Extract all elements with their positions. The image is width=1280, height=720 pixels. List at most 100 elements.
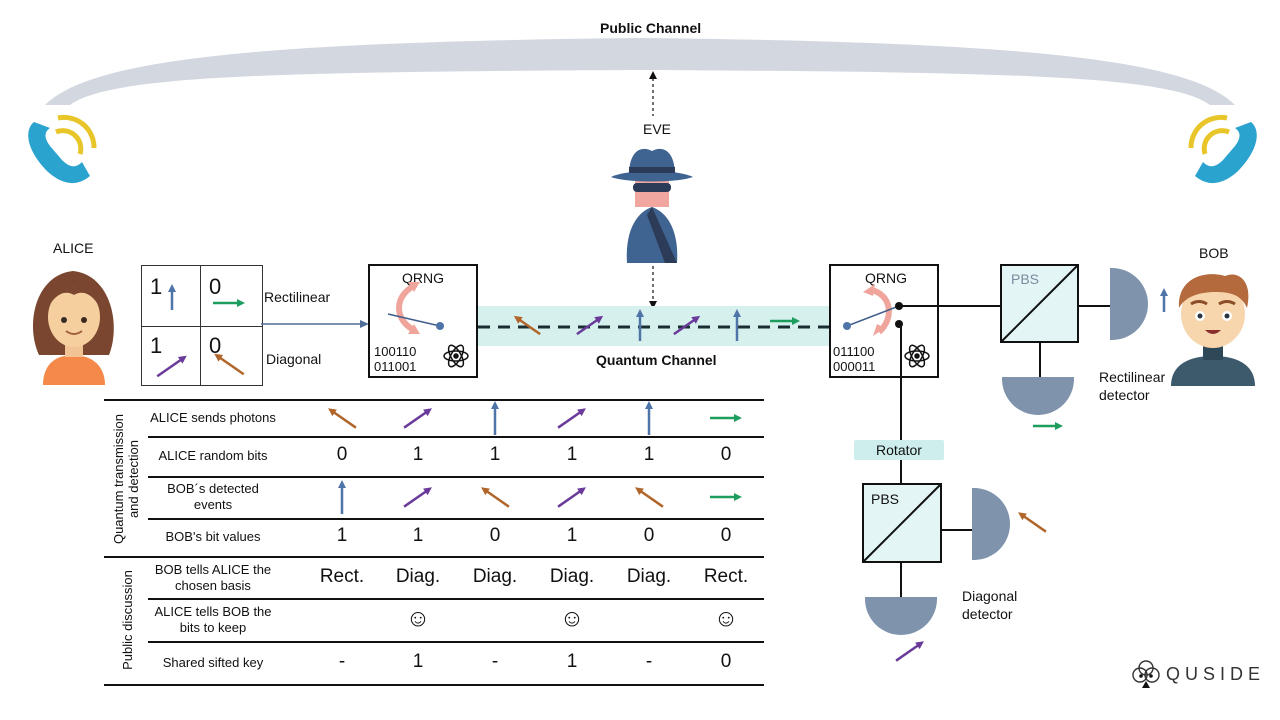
grid-diag-one: 1 — [141, 326, 201, 386]
table-cell: 1 — [489, 444, 501, 465]
rectilinear-basis-label: Rectilinear — [264, 289, 331, 305]
table-cell: 1 — [566, 525, 578, 546]
table-cell: - — [338, 651, 346, 672]
bob-qrng-switch — [843, 284, 930, 368]
atom-icon — [904, 344, 930, 368]
quantum-channel-label: Quantum Channel — [596, 352, 717, 368]
table-cell: - — [645, 651, 653, 672]
qrng-bits-line2: 000011 — [833, 359, 876, 374]
table-cell: 1 — [643, 444, 655, 465]
row-label-line: ALICE tells BOB the — [154, 604, 272, 619]
channel-photon — [733, 309, 741, 341]
table-cell: 1 — [412, 651, 424, 672]
grid-arrow-rect-1 — [168, 284, 176, 310]
table-cell: 0 — [720, 444, 732, 465]
row-label: Shared sifted key — [138, 655, 288, 671]
channel-photon — [673, 315, 701, 336]
table-cell: 0 — [720, 651, 732, 672]
table-photon-arrow — [557, 408, 586, 429]
qrng-bits-line2: 011001 — [374, 359, 417, 374]
eve-label: EVE — [643, 121, 672, 137]
table-cell: Rect. — [319, 566, 365, 587]
table-section-divider — [104, 556, 764, 558]
bob-label: BOB — [1199, 245, 1229, 261]
table-photon-arrow — [710, 414, 742, 422]
table-cell: Diag. — [472, 566, 518, 587]
table-photon-arrow — [491, 401, 499, 435]
qrng-title: QRNG — [865, 270, 907, 286]
row-label: BOB's bit values — [138, 529, 288, 545]
grid-arrow-rect-0 — [213, 299, 245, 307]
quside-logo-icon — [1132, 660, 1160, 688]
row-label: ALICE sends photons — [138, 410, 288, 426]
table-photon-arrow — [481, 487, 510, 508]
table-cell: Diag. — [395, 566, 441, 587]
public-channel-label: Public Channel — [600, 20, 702, 36]
row-label-line: Shared sifted key — [162, 655, 264, 670]
alice-avatar — [32, 271, 114, 385]
phone-icon-bob — [1188, 114, 1257, 184]
quside-logo-text: QUSIDE — [1166, 664, 1266, 684]
grid-diag-zero: 0 — [200, 326, 263, 386]
label-line: detector — [1099, 387, 1150, 403]
table-divider — [148, 518, 764, 520]
channel-photon — [770, 317, 800, 325]
bob-avatar — [1171, 274, 1255, 386]
table-cell: ☺ — [559, 605, 585, 632]
table-cell: 0 — [336, 444, 348, 465]
grid-arrow-diag-1 — [156, 355, 187, 378]
phone-icon-alice — [28, 114, 97, 184]
table-divider — [148, 641, 764, 643]
table-divider — [148, 598, 764, 600]
channel-photon — [636, 309, 644, 341]
channel-photon — [576, 315, 604, 336]
table-border-top — [104, 399, 764, 401]
table-cell: 0 — [643, 525, 655, 546]
row-label: ALICE random bits — [138, 448, 288, 464]
row-label-line: BOB's bit values — [165, 529, 261, 544]
table-cell: Rect. — [703, 566, 749, 587]
channel-photon — [513, 315, 541, 336]
row-label-line: chosen basis — [175, 578, 251, 593]
table-cell: - — [491, 651, 499, 672]
row-label-line: bits to keep — [179, 620, 247, 635]
alice-qrng-link — [261, 320, 369, 328]
qrng-bits-line1: 011100 — [833, 344, 875, 359]
table-photon-arrow — [403, 408, 432, 429]
table-cell: Diag. — [626, 566, 672, 587]
section-line: Quantum transmission — [111, 413, 126, 545]
diagonal-basis-label: Diagonal — [266, 351, 322, 367]
table-cell: 1 — [566, 444, 578, 465]
table-divider — [148, 476, 764, 478]
alice-label: ALICE — [53, 240, 94, 256]
table-photon-arrow — [403, 487, 432, 508]
table-border-bottom — [104, 684, 764, 686]
label-line: Diagonal — [962, 588, 1018, 604]
diag-detector-event — [1018, 512, 1047, 533]
pbs-rectilinear: PBS — [1000, 264, 1079, 343]
table-photon-arrow — [635, 487, 664, 508]
quantum-channel-line — [438, 325, 848, 329]
atom-icon — [443, 344, 469, 368]
bit-one: 1 — [150, 333, 163, 358]
eve-spy-icon — [611, 148, 693, 263]
rotator: Rotator — [854, 440, 944, 460]
label-line: Rectilinear — [1099, 369, 1166, 385]
grid-rect-zero: 0 — [200, 265, 263, 327]
pbs-label: PBS — [871, 491, 900, 507]
table-cell: 1 — [566, 651, 578, 672]
diag-detector-event — [895, 641, 924, 662]
label-line: detector — [962, 606, 1013, 622]
table-photon-arrow — [710, 493, 742, 501]
grid-arrow-diag-0 — [214, 353, 245, 376]
table-cell: 1 — [412, 525, 424, 546]
eve-tap-arrow — [649, 71, 657, 309]
table-photon-arrow — [645, 401, 653, 435]
pbs-label: PBS — [1011, 271, 1040, 287]
quantum-channel-band — [476, 306, 831, 346]
